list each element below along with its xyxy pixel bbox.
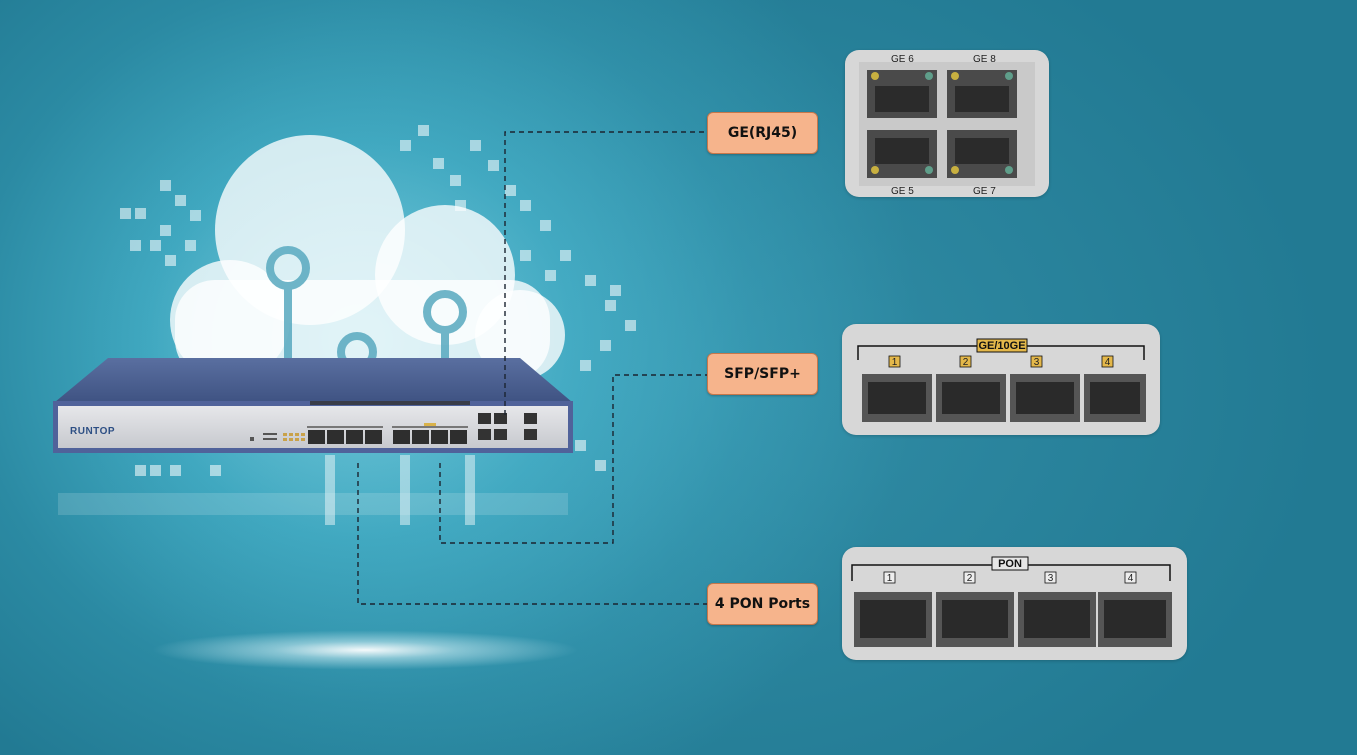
pixel-square [135,465,146,476]
pixel-square [520,250,531,261]
pixel-square [190,210,201,221]
rj45-label-ge5: GE 5 [891,186,914,197]
pixel-square [433,158,444,169]
pixel-square [450,175,461,186]
pon-port-numbers: 1 2 3 4 [883,571,1137,584]
pixel-square [575,440,586,451]
pixel-square [160,180,171,191]
pixel-square [455,200,466,211]
device-pon-ports [308,430,382,444]
pixel-square [595,460,606,471]
pon-port-number-4: 4 [1128,573,1134,584]
pixel-square [150,465,161,476]
sfp-port-number-4: 4 [1105,357,1111,368]
device-rj45-ports [478,413,537,440]
callout-rj45: GE(RJ45) [707,112,818,154]
sfp-port-numbers: 1 2 3 4 [888,355,1114,368]
pixel-square [120,208,131,219]
pixel-square [160,225,171,236]
rj45-port-grid [867,70,1017,178]
pixel-square [560,250,571,261]
pixel-square [135,208,146,219]
device-brand-logo: RUNTOP [70,426,115,437]
pon-cages [854,592,1172,647]
pixel-square [605,300,616,311]
sfp-port-number-1: 1 [892,357,898,368]
pixel-square [150,240,161,251]
pixel-square [610,285,621,296]
callout-sfp: SFP/SFP+ [707,353,818,395]
pixel-square [545,270,556,281]
pixel-square [418,125,429,136]
rj45-panel: GE 6 GE 8 GE 5 GE 7 [845,50,1049,197]
pon-panel: PON 1 2 3 4 [842,547,1187,660]
pixel-square [175,195,186,206]
pixel-square [488,160,499,171]
pixel-square [470,140,481,151]
pon-port-number-2: 2 [967,573,973,584]
pixel-square [210,465,221,476]
pixel-square [400,140,411,151]
pixel-square [185,240,196,251]
pixel-square [625,320,636,331]
pixel-square [130,240,141,251]
sfp-group-label: GE/10GE [978,340,1025,352]
sfp-panel: GE/10GE 1 2 3 4 [842,324,1160,435]
rj45-label-ge6: GE 6 [891,54,914,65]
pixel-square [165,255,176,266]
rj45-label-ge7: GE 7 [973,186,996,197]
pixel-square [600,340,611,351]
pixel-square [505,185,516,196]
pixel-square [580,360,591,371]
sfp-port-number-2: 2 [963,357,969,368]
sfp-cages [862,374,1146,422]
sfp-port-number-3: 3 [1034,357,1040,368]
callout-pon: 4 PON Ports [707,583,818,625]
device-top [55,358,572,402]
pixel-square [540,220,551,231]
pon-port-number-1: 1 [887,573,893,584]
pixel-square [585,275,596,286]
pon-port-number-3: 3 [1048,573,1054,584]
pixel-square [520,200,531,211]
floor-glow [150,630,580,670]
device-sfp-ports [393,430,467,444]
pon-group-label: PON [998,558,1022,570]
pixel-square [170,465,181,476]
rj45-label-ge8: GE 8 [973,54,996,65]
